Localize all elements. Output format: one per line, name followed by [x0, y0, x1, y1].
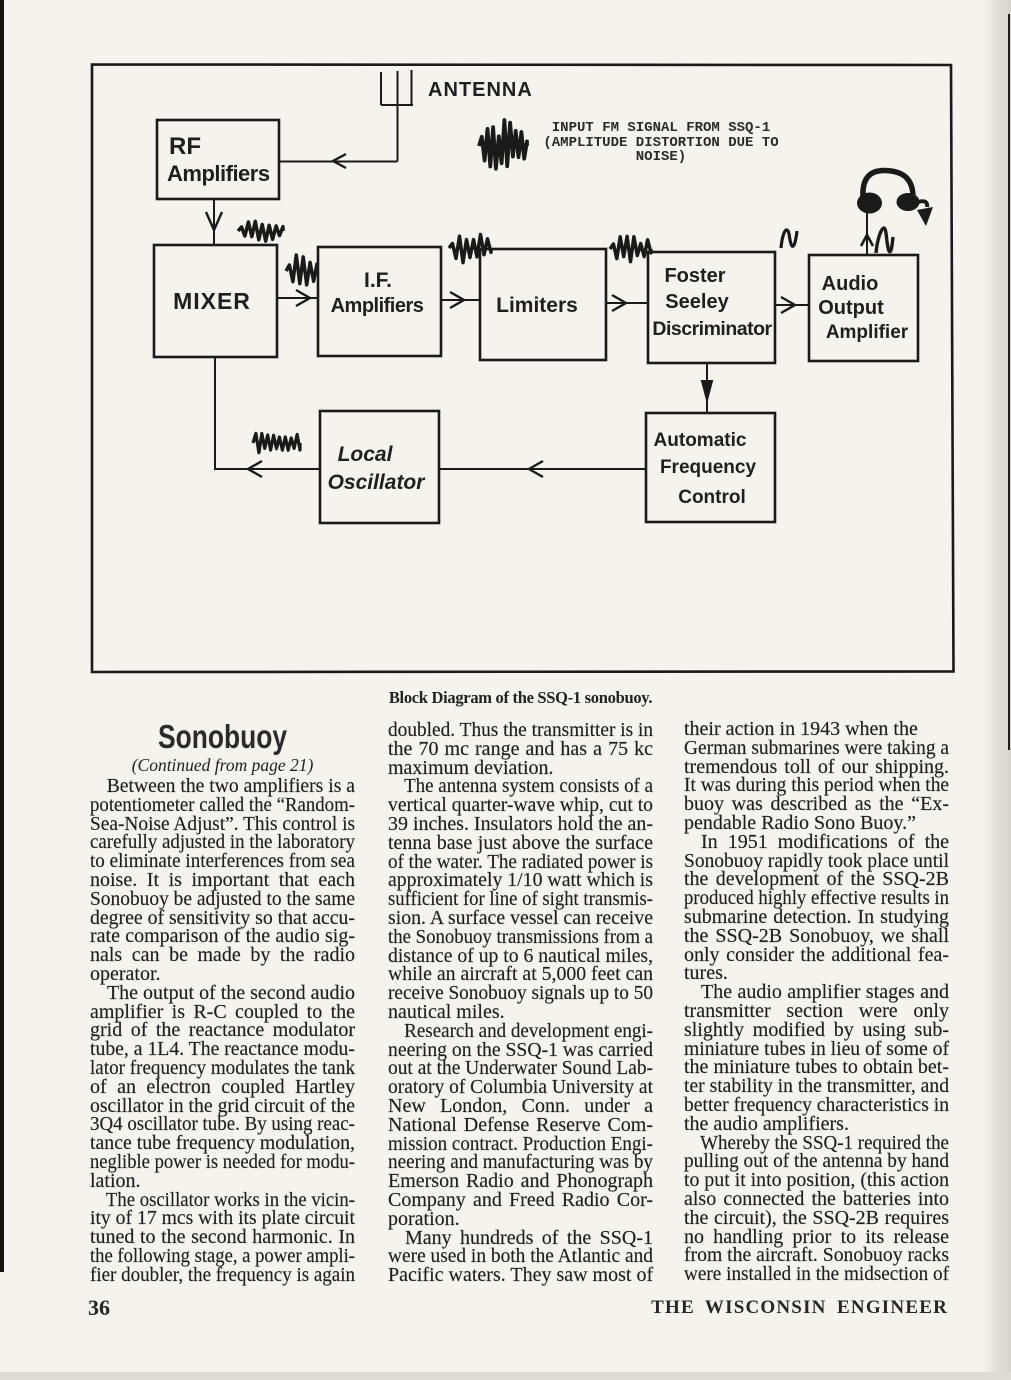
- svg-text:Control: Control: [678, 487, 746, 508]
- svg-text:Seeley: Seeley: [665, 291, 729, 313]
- svg-text:Output: Output: [818, 297, 884, 319]
- svg-text:ANTENNA: ANTENNA: [428, 79, 533, 101]
- svg-text:MIXER: MIXER: [173, 288, 251, 314]
- svg-text:Oscillator: Oscillator: [328, 471, 427, 494]
- svg-text:Automatic: Automatic: [654, 430, 747, 451]
- svg-text:Audio: Audio: [822, 273, 879, 295]
- svg-text:Amplifier: Amplifier: [826, 322, 909, 343]
- svg-text:Amplifiers: Amplifiers: [167, 161, 270, 186]
- svg-text:I.F.: I.F.: [364, 269, 392, 292]
- svg-text:Foster: Foster: [664, 265, 725, 287]
- svg-text:Amplifiers: Amplifiers: [331, 295, 424, 317]
- svg-text:Discriminator: Discriminator: [652, 318, 772, 340]
- svg-text:Frequency: Frequency: [660, 457, 757, 478]
- svg-text:RF: RF: [169, 133, 201, 160]
- svg-text:Limiters: Limiters: [496, 294, 578, 317]
- svg-text:Local: Local: [338, 443, 394, 466]
